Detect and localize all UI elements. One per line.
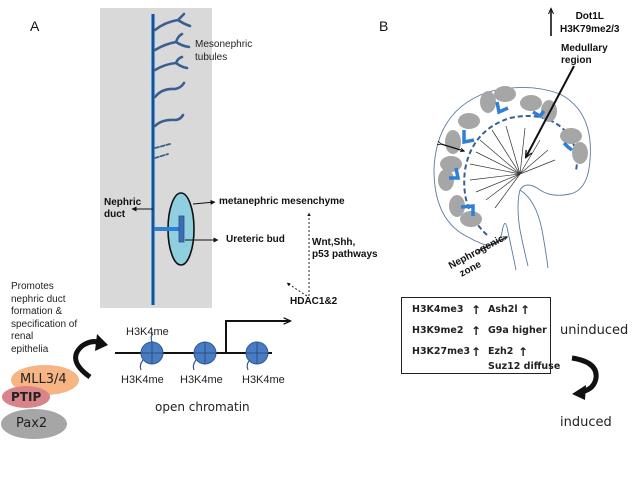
nucleosome-1: [139, 333, 164, 371]
induction-arrowhead: [572, 385, 586, 400]
dot1l-line-2: H3K79me2/3: [560, 24, 620, 35]
mesenchyme-pointer-arrow: [192, 199, 216, 205]
histone-mark-table: [401, 297, 551, 374]
table-row-1-mark: H3K4me3: [412, 304, 464, 315]
hdac-label: HDAC1&2: [290, 296, 338, 307]
mesonephric-tubules-line-2: tubules: [195, 52, 228, 63]
cap-cluster-4: [560, 128, 588, 164]
tubule-4: [153, 81, 186, 99]
panel-b-label: B: [379, 18, 389, 34]
medullary-rays: [469, 125, 556, 209]
cap-cluster-5: [438, 156, 462, 191]
panel-a-label: A: [30, 18, 40, 34]
complex-action-arrowhead: [95, 334, 108, 351]
pathways-label: Wnt,Shh, p53 pathways: [312, 237, 378, 261]
table-row-3-mark-arrow: ↑: [471, 345, 482, 359]
ureter-line: [519, 189, 549, 269]
ureteric-bud-label: Ureteric bud: [226, 234, 285, 245]
promotes-line-2: nephric duct: [11, 293, 66, 305]
table-row-2-enzyme: G9a higher: [488, 325, 547, 336]
kidney-outline: [433, 87, 591, 271]
promotes-description: Promotes nephric duct formation & specif…: [11, 281, 77, 356]
pathways-line-1: Wnt,Shh,: [312, 237, 356, 248]
cap-mesenchyme-clusters: [438, 86, 588, 227]
medullary-line-1: Medullary: [561, 43, 608, 54]
mesonephric-tubules-line-1: Mesonephric: [195, 39, 253, 50]
zone-width-arrow-bottom: [480, 237, 507, 250]
induction-curved-arrow: [571, 355, 599, 395]
transcription-start-arrow: [225, 321, 290, 353]
zone-width-arrow-top: [441, 144, 464, 151]
table-row-2-mark-arrow: ↑: [471, 324, 482, 338]
table-row-3-mark: H3K27me3: [412, 346, 471, 357]
nucleosome-3: [245, 341, 269, 371]
promotes-line-1: Promotes: [11, 281, 54, 292]
complex-action-curved-arrow: [73, 339, 103, 380]
pax2-protein-shape: [1, 409, 67, 439]
tubule-5: [153, 113, 185, 128]
table-row-3-enzyme: Ezh2: [488, 346, 514, 357]
tubule-3: [153, 55, 189, 72]
mll-label: MLL3/4: [20, 372, 67, 387]
medullary-region-label: Medullary region: [561, 43, 608, 67]
tubule-2: [153, 32, 191, 52]
uninduced-label: uninduced: [560, 323, 629, 338]
mesonephric-tubules: [153, 12, 192, 159]
ptip-label: PTIP: [11, 390, 42, 404]
h3k4me-label-2: H3K4me: [180, 374, 223, 386]
table-row-3-enzyme-arrow: ↑: [518, 345, 529, 359]
pathways-line-2: p53 pathways: [312, 249, 378, 260]
table-row-1-enzyme: Ash2l: [488, 304, 518, 315]
table-row-1-enzyme-arrow: ↑: [520, 303, 531, 317]
table-row-1-mark-arrow: ↑: [471, 303, 482, 317]
h3k4me-label-1: H3K4me: [121, 374, 164, 386]
mesonephric-tubules-label: Mesonephric tubules: [195, 38, 252, 64]
tubule-1: [153, 12, 192, 32]
tubule-forming-2: [154, 153, 169, 159]
promotes-line-6: epithelia: [11, 343, 49, 355]
promotes-line-5: renal: [11, 331, 34, 342]
h3k4me-label-3: H3K4me: [242, 374, 285, 386]
table-row-2-mark: H3K9me2: [412, 325, 464, 336]
medullary-line-2: region: [561, 55, 592, 66]
nephric-duct-line-1: Nephric: [104, 197, 142, 208]
hdac-to-bud-arrow: [286, 282, 308, 297]
cap-cluster-2: [480, 86, 516, 115]
ureteric-bud-tip: [178, 215, 185, 243]
table-extra-suz12: Suz12 diffuse: [488, 361, 561, 372]
promotes-line-4: specification of: [11, 318, 78, 330]
h3k4me-top-label: H3K4me: [126, 326, 169, 338]
cap-cluster-1: [445, 113, 480, 154]
metanephric-mesenchyme-label: metanephric mesenchyme: [219, 196, 345, 207]
induced-label: induced: [560, 415, 612, 430]
pax2-label: Pax2: [16, 416, 48, 431]
promotes-line-3: formation &: [11, 306, 63, 317]
medullary-pointer-arrow: [526, 65, 575, 157]
open-chromatin-caption: open chromatin: [155, 400, 250, 414]
tubule-forming-1: [154, 143, 171, 149]
ptip-protein-shape: [2, 386, 50, 408]
nephric-duct-label: Nephric duct: [104, 197, 141, 221]
dot1l-label: Dot1L H3K79me2/3: [560, 10, 619, 36]
dot1l-line-1: Dot1L: [575, 11, 604, 22]
cap-cluster-6: [449, 195, 482, 227]
nephric-duct-line-2: duct: [104, 209, 126, 220]
ureteric-bud-stalk: [154, 227, 180, 231]
nucleosome-2: [192, 341, 217, 371]
